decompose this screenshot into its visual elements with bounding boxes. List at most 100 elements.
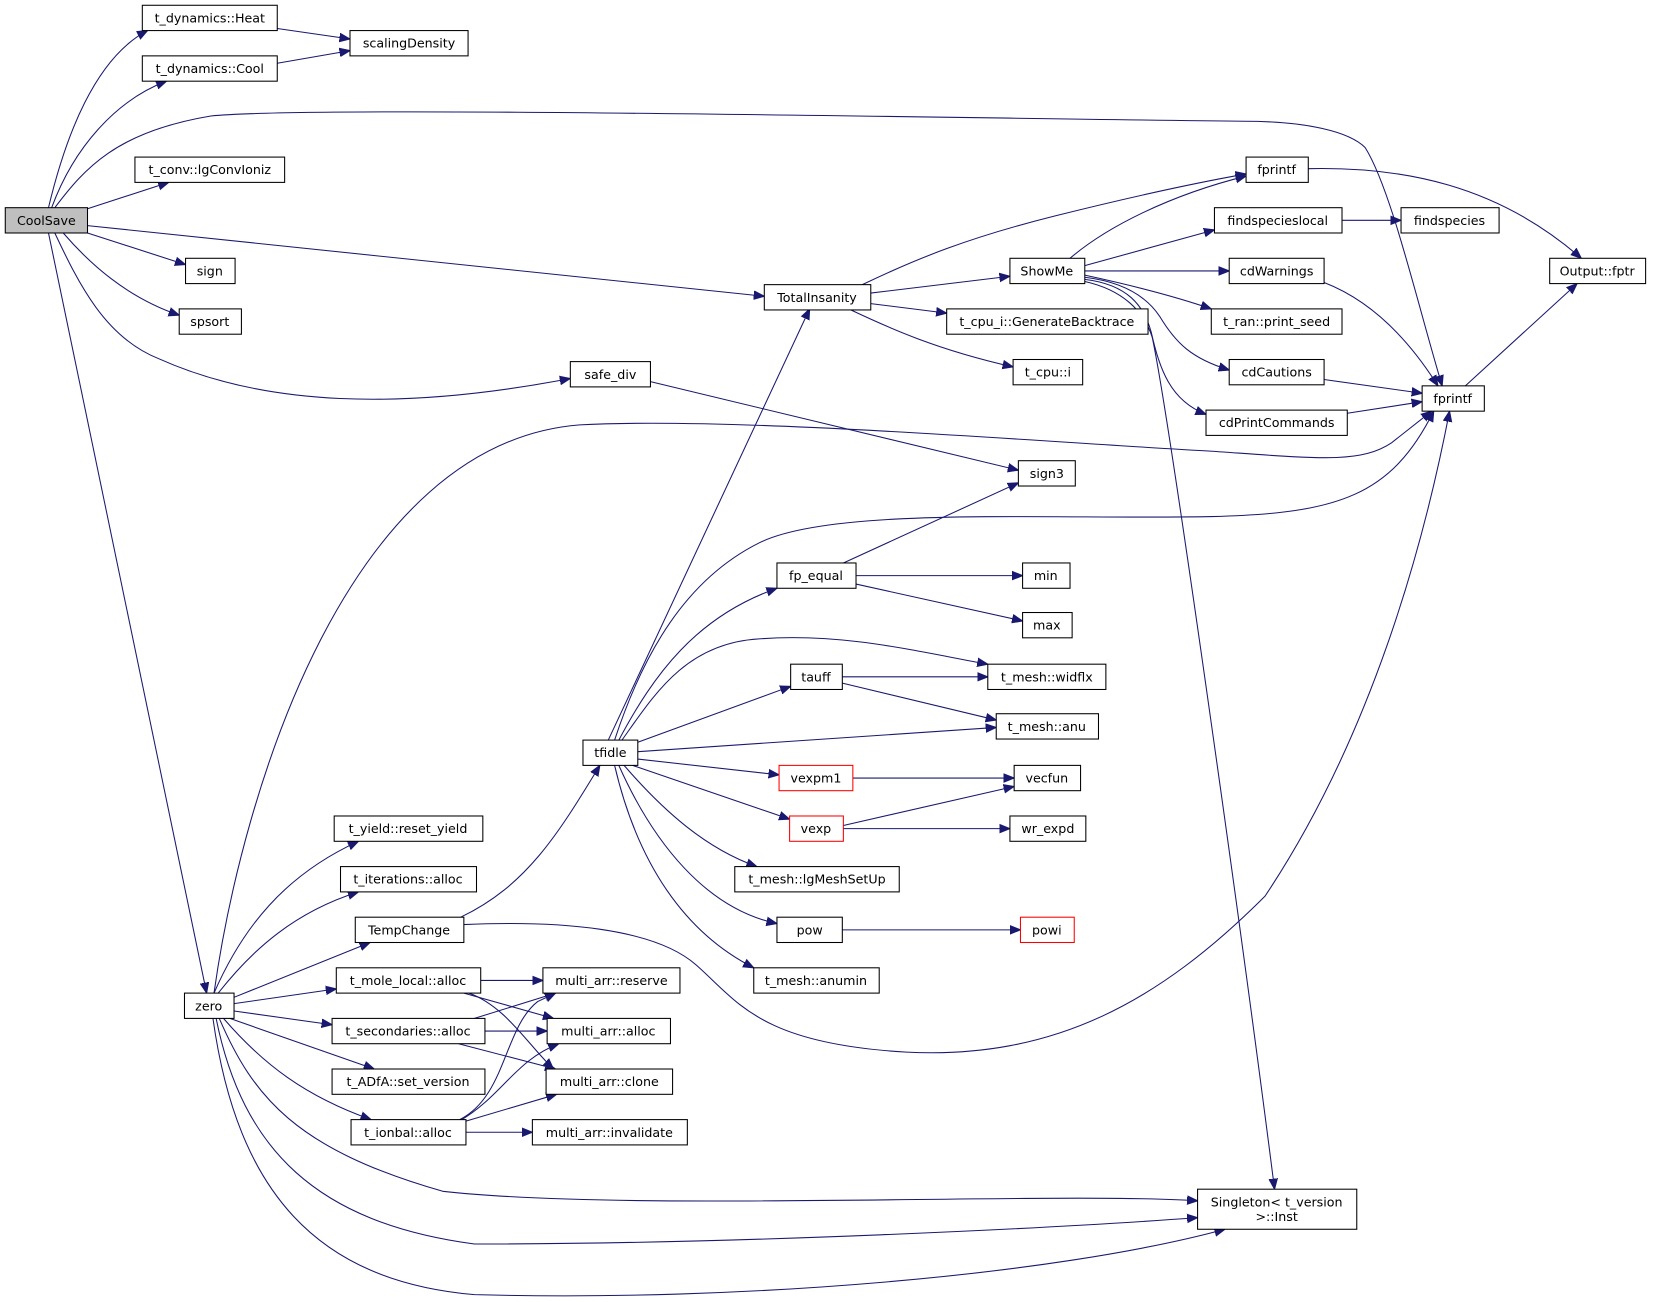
edge-ionbal-alloc — [461, 1044, 559, 1121]
edge-zero-tempchange — [233, 943, 370, 998]
node-anu[interactable]: t_mesh::anu — [995, 713, 1100, 740]
edge-cdprintcommands-fprintf-lower — [1347, 402, 1422, 414]
node-min[interactable]: min — [1022, 562, 1071, 589]
node-label: multi_arr::alloc — [561, 1024, 655, 1039]
node-t-dynamics-cool[interactable]: t_dynamics::Cool — [141, 55, 278, 82]
node-ionbal-alloc[interactable]: t_ionbal::alloc — [350, 1119, 467, 1146]
node-label: t_yield::reset_yield — [349, 821, 468, 836]
node-tauff[interactable]: tauff — [790, 663, 843, 691]
node-pow[interactable]: pow — [776, 916, 843, 944]
edge-showme-cdcautions — [1084, 276, 1229, 370]
node-label: ShowMe — [1020, 263, 1073, 278]
node-label: wr_expd — [1021, 821, 1074, 836]
edge-ionbal-clone — [463, 1094, 557, 1123]
edge-totalinsanity-fprintf-upper — [862, 174, 1246, 286]
node-coolsave[interactable]: CoolSave — [4, 207, 89, 234]
edge-coolsave-lgconvioniz — [87, 182, 168, 210]
node-sign3[interactable]: sign3 — [1017, 460, 1076, 487]
edge-tfidle-lgmeshsetup — [623, 765, 757, 866]
node-singleton-inst[interactable]: Singleton< t_version>::Inst — [1197, 1188, 1358, 1230]
node-zero[interactable]: zero — [183, 992, 235, 1019]
edge-totalinsanity-showme — [870, 276, 1010, 294]
node-reset-yield[interactable]: t_yield::reset_yield — [333, 815, 484, 842]
node-fprintf-upper[interactable]: fprintf — [1245, 156, 1309, 183]
node-findspecieslocal[interactable]: findspecieslocal — [1213, 207, 1343, 234]
node-mole-local-alloc[interactable]: t_mole_local::alloc — [335, 967, 482, 994]
node-totalinsanity[interactable]: TotalInsanity — [763, 284, 872, 311]
node-vecfun[interactable]: vecfun — [1013, 764, 1082, 792]
node-label: t_cpu::i — [1025, 365, 1071, 380]
node-label: fp_equal — [789, 568, 843, 583]
node-label: findspecieslocal — [1227, 213, 1328, 228]
edge-cdwarnings-fprintf-lower — [1323, 282, 1438, 386]
node-multi-arr-invalidate[interactable]: multi_arr::invalidate — [531, 1119, 688, 1146]
edge-molelocal-clone — [468, 992, 553, 1069]
node-vexp[interactable]: vexp — [789, 815, 844, 842]
node-label: max — [1033, 618, 1061, 633]
node-label: t_mesh::anumin — [765, 973, 867, 988]
node-safe-div[interactable]: safe_div — [569, 361, 651, 388]
edge-zero-iterationsalloc — [217, 892, 358, 994]
node-label: multi_arr::clone — [560, 1074, 659, 1089]
node-label: t_mesh::anu — [1008, 719, 1086, 734]
edge-zero-singleton-2 — [215, 1018, 1197, 1245]
node-t-conv-lgconvioniz[interactable]: t_conv::lgConvIoniz — [134, 156, 286, 183]
node-fp-equal[interactable]: fp_equal — [776, 562, 857, 589]
node-cdprintcommands[interactable]: cdPrintCommands — [1205, 409, 1348, 436]
edge-secondaries-clone — [458, 1043, 556, 1069]
edge-showme-findspecieslocal — [1084, 230, 1215, 267]
node-output-fptr[interactable]: Output::fptr — [1549, 257, 1647, 285]
node-multi-arr-reserve[interactable]: multi_arr::reserve — [542, 967, 681, 994]
node-label: t_dynamics::Cool — [156, 61, 264, 76]
edge-coolsave-fprintf-lower — [54, 111, 1442, 386]
node-anumin[interactable]: t_mesh::anumin — [753, 967, 880, 994]
edge-tfidle-vexp — [632, 764, 790, 819]
node-findspecies[interactable]: findspecies — [1400, 207, 1500, 234]
node-label: vexp — [801, 821, 832, 836]
node-lgmeshsetup[interactable]: t_mesh::lgMeshSetUp — [734, 866, 900, 893]
edge-vexp-vecfun — [843, 786, 1014, 826]
node-vexpm1[interactable]: vexpm1 — [778, 764, 854, 792]
edge-fpequal-sign3 — [843, 483, 1018, 564]
node-powi[interactable]: powi — [1019, 916, 1075, 944]
edge-tfidle-anu — [637, 727, 996, 753]
node-label: fprintf — [1257, 162, 1296, 177]
node-adfa-set-version[interactable]: t_ADfA::set_version — [331, 1068, 486, 1095]
edge-tfidle-tauff — [637, 686, 791, 743]
node-label: t_conv::lgConvIoniz — [149, 162, 272, 177]
edge-tfidle-totalinsanity — [607, 309, 809, 741]
node-t-cpu-i[interactable]: t_cpu::i — [1012, 358, 1084, 386]
node-label: tfidle — [594, 745, 626, 760]
node-multi-arr-alloc[interactable]: multi_arr::alloc — [546, 1017, 672, 1045]
edge-zero-secondaries — [233, 1010, 332, 1025]
node-fprintf-lower[interactable]: fprintf — [1421, 385, 1485, 412]
edge-heat-scalingdensity — [277, 27, 350, 39]
node-scalingdensity[interactable]: scalingDensity — [349, 30, 469, 57]
node-label: cdPrintCommands — [1219, 415, 1335, 430]
node-label: powi — [1032, 922, 1062, 937]
node-label: t_mesh::lgMeshSetUp — [748, 872, 885, 887]
node-generatebacktrace[interactable]: t_cpu_i::GenerateBacktrace — [946, 308, 1149, 335]
node-tempchange[interactable]: TempChange — [354, 916, 465, 944]
node-showme[interactable]: ShowMe — [1009, 257, 1086, 285]
node-widflx[interactable]: t_mesh::widflx — [987, 663, 1107, 691]
node-label: multi_arr::reserve — [555, 973, 668, 988]
node-label: cdCautions — [1241, 365, 1311, 380]
node-multi-arr-clone[interactable]: multi_arr::clone — [545, 1068, 674, 1095]
node-wr-expd[interactable]: wr_expd — [1009, 815, 1087, 842]
node-label: pow — [797, 922, 823, 937]
node-cdcautions[interactable]: cdCautions — [1228, 358, 1325, 386]
node-sign[interactable]: sign — [185, 257, 236, 285]
node-max[interactable]: max — [1022, 611, 1073, 639]
edge-zero-ionbal — [223, 1018, 371, 1119]
node-iterations-alloc[interactable]: t_iterations::alloc — [339, 866, 478, 893]
edge-tfidle-fprintf-lower — [614, 411, 1434, 741]
node-cdwarnings[interactable]: cdWarnings — [1228, 257, 1325, 285]
node-print-seed[interactable]: t_ran::print_seed — [1210, 308, 1343, 335]
node-label-line2: >::Inst — [1255, 1209, 1297, 1224]
node-tfidle[interactable]: tfidle — [582, 739, 639, 766]
node-t-dynamics-heat[interactable]: t_dynamics::Heat — [141, 4, 278, 32]
node-spsort[interactable]: spsort — [178, 308, 242, 335]
node-secondaries-alloc[interactable]: t_secondaries::alloc — [331, 1017, 486, 1045]
